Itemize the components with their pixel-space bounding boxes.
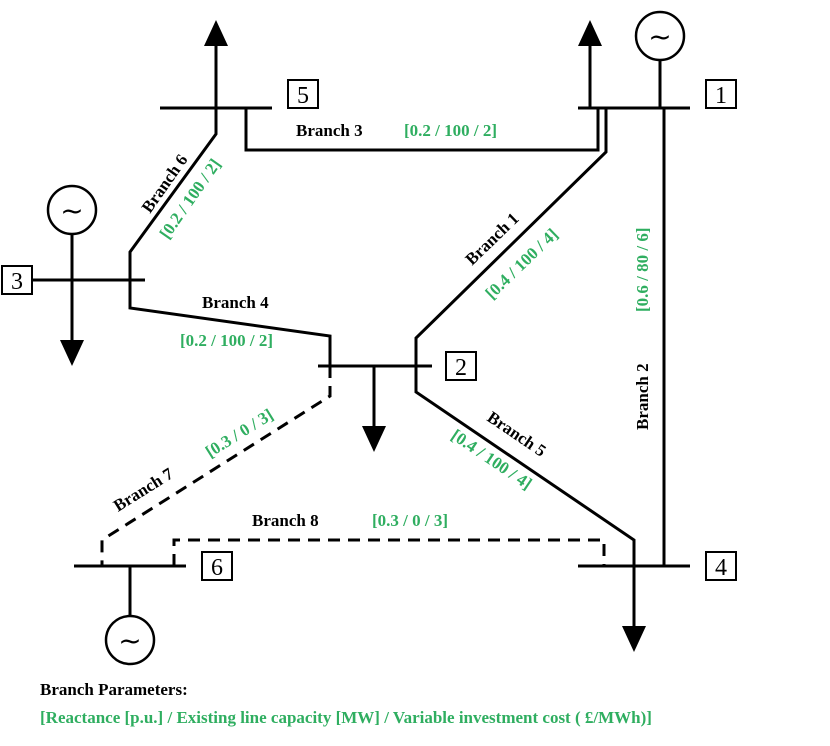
bus-4-number: 4	[715, 555, 727, 581]
bus-6-generator-icon	[104, 614, 156, 666]
legend-title: Branch Parameters:	[40, 680, 188, 699]
bus-4-load-arrow	[622, 626, 646, 652]
bus-3-number: 3	[11, 269, 23, 295]
bus-1-box	[705, 79, 737, 109]
branch-3-params: [0.2 / 100 / 2]	[404, 121, 497, 140]
branch-5-line	[414, 366, 636, 566]
branch-8-params: [0.3 / 0 / 3]	[372, 511, 448, 530]
branch-7-line	[100, 366, 332, 566]
branch-4-params: [0.2 / 100 / 2]	[180, 331, 273, 350]
bus-3-box	[1, 265, 33, 295]
branch-7-label: Branch 7	[110, 464, 177, 516]
branch-4-line	[128, 280, 332, 366]
branch-3-label: Branch 3	[296, 121, 363, 140]
bus-3-load-arrow	[60, 340, 84, 366]
branch-7-params: [0.3 / 0 / 3]	[202, 405, 277, 461]
bus-1-number: 1	[715, 83, 727, 109]
bus-6-generator-tilde: ~	[118, 624, 141, 657]
bus-2-load-arrow	[362, 426, 386, 452]
bus-3-generator-tilde: ~	[60, 194, 83, 227]
bus-1-generator-tilde: ~	[648, 20, 671, 53]
bus-6-box	[201, 551, 233, 581]
bus-3-generator-icon	[46, 184, 98, 236]
bus-2-number: 2	[455, 355, 467, 381]
bus-5-number: 5	[297, 83, 309, 109]
legend-description: [Reactance [p.u.] / Existing line capaci…	[40, 708, 652, 727]
branch-4-label: Branch 4	[202, 293, 269, 312]
bus-1-load-arrow	[578, 20, 602, 46]
bus-2-box	[445, 351, 477, 381]
bus-1-generator-icon	[634, 10, 686, 62]
bus-6-number: 6	[211, 555, 223, 581]
branch-8-label: Branch 8	[252, 511, 319, 530]
bus-4-box	[705, 551, 737, 581]
branch-1-line	[414, 108, 608, 366]
branch-6-line	[128, 108, 218, 280]
branch-2-label: Branch 2	[633, 363, 652, 430]
branch-8-line	[172, 538, 606, 566]
branch-2-params: [0.6 / 80 / 6]	[633, 227, 652, 312]
bus-5-load-arrow	[204, 20, 228, 46]
bus-5-box	[287, 79, 319, 109]
branch-3-line	[244, 108, 600, 152]
